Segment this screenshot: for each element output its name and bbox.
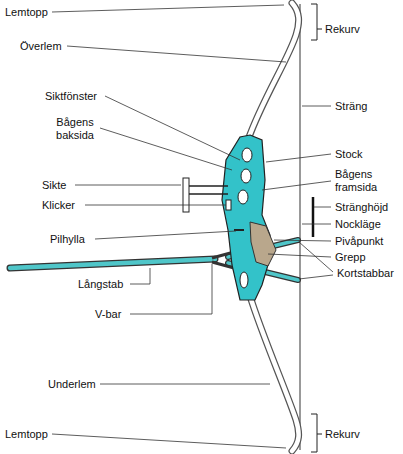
part-label: Långstab (78, 278, 123, 291)
part-label: Underlem (48, 378, 96, 391)
part-label: Sträng (335, 100, 367, 113)
long-stabilizer (10, 259, 215, 268)
part-label: Lemtopp (5, 428, 48, 441)
part-label: Bågens framsida (335, 168, 397, 194)
part-label: Siktfönster (45, 90, 97, 103)
part-label: Lemtopp (5, 6, 48, 19)
string-height-bar (312, 197, 315, 237)
part-label: Rekurv (325, 23, 360, 36)
part-label: Bågens baksida (50, 116, 100, 142)
part-label: Kortstabbar (337, 267, 394, 280)
bracket (311, 4, 322, 40)
part-label: V-bar (95, 308, 121, 321)
part-label: Stränghöjd (335, 201, 388, 214)
bracket (311, 414, 322, 452)
riser (222, 135, 270, 300)
riser-cutouts (238, 148, 252, 288)
part-label: Pivåpunkt (335, 235, 383, 248)
part-label: Stock (335, 148, 363, 161)
part-label: Rekurv (325, 428, 360, 441)
part-label: Nockläge (335, 218, 381, 231)
sight (183, 178, 231, 212)
part-label: Grepp (335, 251, 366, 264)
part-label: Överlem (20, 40, 62, 53)
grip (250, 222, 276, 266)
part-label: Sikte (42, 179, 66, 192)
part-label: Klicker (42, 199, 75, 212)
bow-string (299, 4, 300, 450)
part-label: Pilhylla (50, 233, 85, 246)
